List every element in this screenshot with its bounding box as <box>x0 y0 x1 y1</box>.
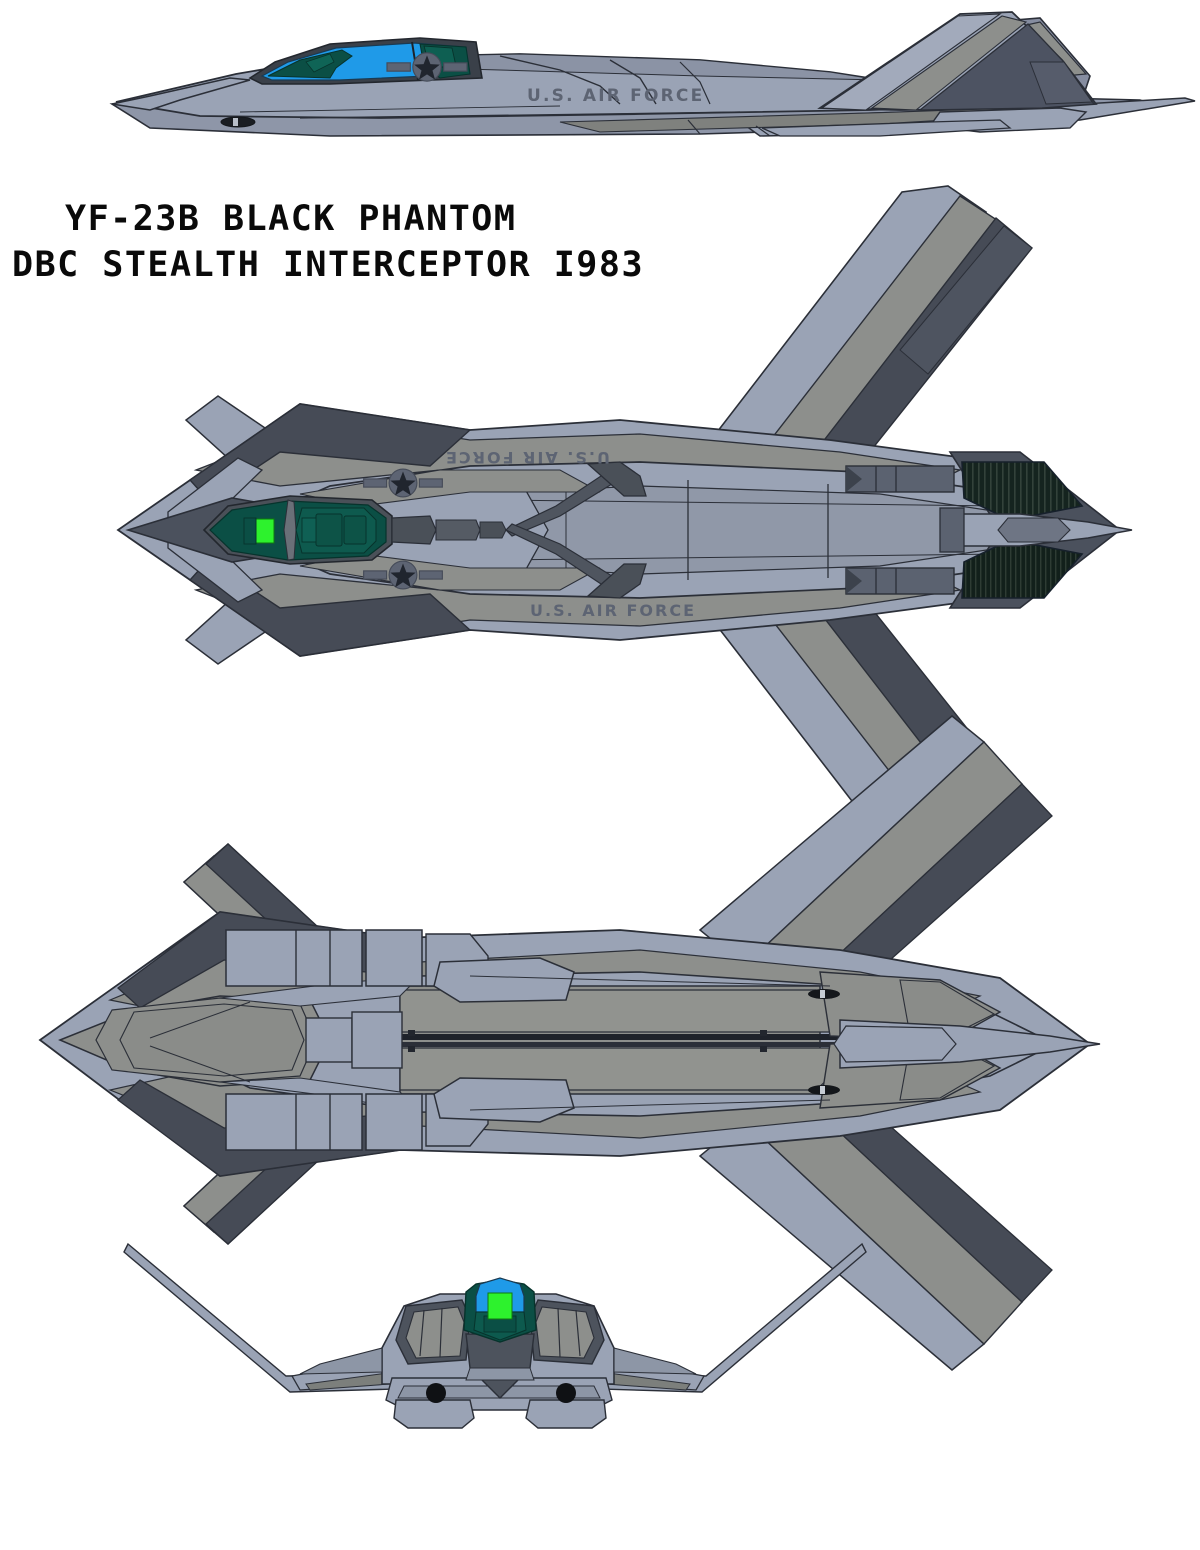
front-view <box>123 1242 867 1429</box>
side-chine-line <box>299 111 741 119</box>
title-block: YF-23B BLACK PHANTOM DBC STEALTH INTERCE… <box>10 196 670 288</box>
top-intake-lip-upper <box>586 461 647 497</box>
top-tail-boom-ur-tip <box>899 225 1033 375</box>
side-vstab-leading-band <box>820 13 1002 111</box>
front-center-keel <box>465 1367 535 1381</box>
top-seat-headrest <box>343 515 367 545</box>
side-panel-line-mid <box>679 61 711 105</box>
side-aft-joint-line <box>755 125 771 137</box>
side-lower-panel-line <box>239 105 561 113</box>
bottom-panel-line-nose-l <box>149 1045 251 1083</box>
front-strake-left <box>299 1347 383 1375</box>
bottom-bay-hinge-3 <box>760 1030 767 1036</box>
bottom-bay-hinge-4 <box>760 1046 767 1052</box>
front-hud-display <box>487 1292 513 1320</box>
top-nacelle-upper <box>845 465 955 493</box>
top-hud-display <box>255 518 275 544</box>
side-panel-line-forward <box>609 59 657 105</box>
top-hud-housing <box>243 517 257 545</box>
bottom-panel-line-u <box>469 975 831 987</box>
top-le-chevron-upper <box>188 403 472 501</box>
side-wing-root-line <box>687 119 701 135</box>
bottom-gear-door-upper <box>365 929 423 987</box>
bottom-panel-line-nose-u <box>149 1001 251 1039</box>
front-intake-right-vane1 <box>575 1309 581 1357</box>
top-exhaust-divider <box>939 507 965 553</box>
top-dorsal-spine-mid <box>435 519 481 541</box>
side-view: U.S. AIR FORCE <box>109 11 1196 137</box>
front-strake-right <box>613 1347 697 1375</box>
title-line-2: DBC STEALTH INTERCEPTOR I983 <box>12 245 645 285</box>
side-panel-line-intake <box>499 55 621 105</box>
top-nacelle-lower <box>845 567 955 595</box>
side-vstab-mid-band <box>870 15 1028 111</box>
top-canopy-bow-frame <box>283 499 297 561</box>
front-intake-left-vane1 <box>419 1309 425 1357</box>
side-nose-chine <box>111 77 251 111</box>
top-airforce-text: U.S. AIR FORCE <box>530 601 696 620</box>
front-gear-pod-left <box>393 1399 475 1429</box>
top-view: U.S. AIR FORCE U.S. AIR FORCE <box>116 185 1133 873</box>
top-le-chevron-lower <box>188 559 472 657</box>
front-intake-left-vane2 <box>439 1307 443 1358</box>
front-wheel-left <box>426 1383 446 1403</box>
bottom-antenna-upper-mark <box>820 990 825 998</box>
bottom-intake-fairing-lower <box>433 1077 575 1123</box>
top-dorsal-spine-aft <box>479 521 507 539</box>
bottom-panel-line-l <box>469 1099 831 1111</box>
top-intake-lip-lower <box>586 563 647 599</box>
bottom-nose-gear-door <box>351 1011 403 1069</box>
side-airforce-text: U.S. AIR FORCE <box>527 86 704 106</box>
bottom-main-gear-bay-lower <box>225 1093 363 1151</box>
side-aft-underbody <box>761 119 1012 137</box>
top-nacelle-arrow-u <box>846 466 862 492</box>
bottom-tailcone-panel <box>833 1025 957 1063</box>
bottom-nose-inner <box>119 1003 305 1077</box>
front-intake-right-inner <box>535 1306 595 1359</box>
bottom-view <box>38 715 1101 1371</box>
bottom-bay-hinge-1 <box>408 1030 415 1036</box>
bottom-intake-fairing-upper <box>433 957 575 1003</box>
bottom-bay-centerline-gap <box>398 1034 842 1040</box>
title-line-1: YF-23B BLACK PHANTOM <box>65 199 517 239</box>
bottom-gear-door-lower <box>365 1093 423 1151</box>
top-nacelle-arrow-l <box>846 568 862 594</box>
top-airforce-text-mirrored: U.S. AIR FORCE <box>444 448 610 467</box>
front-intake-left-inner <box>405 1306 465 1359</box>
bottom-main-gear-bay-upper <box>225 929 363 987</box>
side-vstab-rudder <box>1029 61 1093 105</box>
top-dorsal-spine-fwd <box>391 515 437 545</box>
top-exhaust-trough-upper <box>961 461 1084 521</box>
top-exhaust-trough-lower <box>961 539 1084 599</box>
front-gear-pod-right <box>525 1399 607 1429</box>
side-hud-frame <box>305 53 335 73</box>
top-ejection-seat <box>315 513 343 547</box>
front-wheel-right <box>556 1383 576 1403</box>
bottom-antenna-lower-mark <box>820 1086 825 1094</box>
top-instrument-panel <box>301 517 317 543</box>
bottom-nose-gear-bay <box>305 1017 353 1063</box>
bottom-bay-hinge-2 <box>408 1046 415 1052</box>
top-tailcone-panel <box>997 517 1071 543</box>
front-intake-right-vane2 <box>557 1307 561 1358</box>
bottom-bay-centerline-gap2 <box>398 1042 842 1047</box>
side-nose-gear-strut <box>233 118 238 126</box>
